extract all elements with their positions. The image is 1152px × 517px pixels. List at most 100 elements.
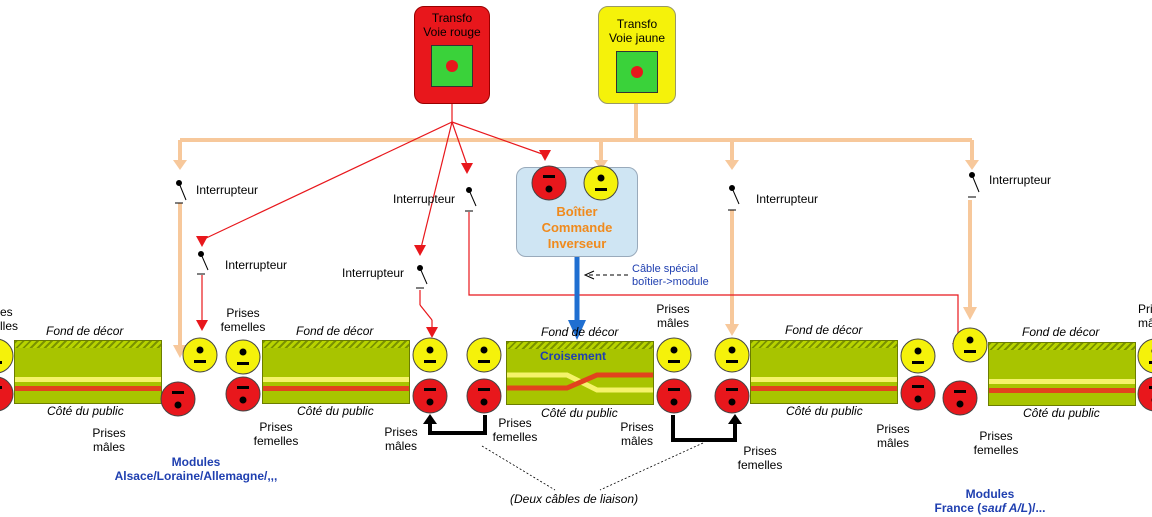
red-plug-icon	[1137, 376, 1152, 412]
modules-right-line2-a: France (	[934, 501, 982, 515]
transfo-yellow-panel	[616, 51, 658, 93]
cable-special-label: Câble spécial boîtier->module	[632, 263, 709, 289]
fond-decor-5: Fond de décor	[1022, 325, 1100, 339]
prises-femelles-line1: Prises	[743, 444, 777, 458]
cote-public-5: Côté du public	[1023, 406, 1100, 420]
prises-femelles-line1: Prises	[498, 416, 532, 430]
cut-label-left: es lles	[0, 305, 18, 333]
yellow-plug-icon	[225, 339, 261, 375]
transfo-yellow-box: Transfo Voie jaune	[598, 6, 676, 104]
module-board-croisement	[506, 341, 654, 405]
transfo-red-knob	[446, 60, 458, 72]
yellow-plug-icon	[0, 338, 14, 374]
prises-males-line2: mâles	[620, 434, 653, 448]
red-plug-icon	[412, 378, 448, 414]
red-plug-icon	[160, 381, 196, 417]
yellow-plug-icon	[182, 337, 218, 373]
prises-femelles-line1: Prises	[259, 420, 293, 434]
cote-public-3: Côté du public	[541, 406, 618, 420]
module-board-4	[750, 340, 898, 404]
blue-cable	[568, 256, 628, 340]
modules-right-line1: Modules	[965, 487, 1015, 501]
cut-left-line1: es	[0, 305, 13, 319]
modules-right-line2-c: )/...	[1028, 501, 1046, 515]
modules-left-line1: Modules	[171, 455, 221, 469]
red-plug-icon	[656, 378, 692, 414]
cut-label-right: Pri mâ	[1138, 302, 1152, 330]
modules-left-label: Modules Alsace/Loraine/Allemagne/,,,	[96, 455, 296, 483]
yellow-plug-icon	[412, 337, 448, 373]
croisement-label: Croisement	[540, 349, 607, 363]
transfo-yellow-line2: Voie jaune	[608, 31, 666, 45]
interrupteur-label-6: Interrupteur	[989, 173, 1052, 187]
cut-right-line1: Pri	[1138, 302, 1152, 316]
yellow-plug-icon	[466, 337, 502, 373]
transfo-red-panel	[431, 45, 473, 87]
prises-femelles-line2: femelles	[492, 430, 538, 444]
prises-males-line2: mâles	[876, 436, 909, 450]
yellow-plug-icon	[952, 327, 988, 363]
prises-femelles-line2: femelles	[253, 434, 299, 448]
link-cables	[428, 415, 737, 442]
modules-right-line2-b: sauf A/L	[981, 501, 1029, 515]
red-plug-icon	[0, 376, 14, 412]
transfo-red-line1: Transfo	[431, 11, 473, 25]
prises-femelles-line2: femelles	[973, 443, 1019, 457]
transfo-yellow-knob	[631, 66, 643, 78]
cut-right-line2: mâ	[1138, 316, 1152, 330]
interrupteur-label-3: Interrupteur	[342, 266, 405, 280]
interrupteur-label-2: Interrupteur	[225, 258, 288, 272]
prises-femelles-line1: Prises	[226, 306, 260, 320]
interrupteur-label-4: Interrupteur	[393, 192, 456, 206]
prises-males-line1: Prises	[656, 302, 690, 316]
prises-males-line1: Prises	[620, 420, 654, 434]
prises-males-line2: mâles	[656, 316, 689, 330]
yellow-plug-icon	[656, 337, 692, 373]
red-plug-icon	[942, 380, 978, 416]
fond-decor-3: Fond de décor	[541, 325, 619, 339]
boitier-line2: Commande	[541, 220, 613, 235]
fond-decor-1: Fond de décor	[46, 324, 124, 338]
interrupteur-label-5: Interrupteur	[756, 192, 819, 206]
cable-special-line2: boîtier->module	[632, 276, 709, 288]
prises-males-label-4: Prises mâles	[612, 420, 662, 448]
module-board-5	[988, 342, 1136, 406]
transfo-red-line2: Voie rouge	[423, 25, 481, 39]
interrupteur-label-1: Interrupteur	[196, 183, 259, 197]
boitier-line1: Boîtier	[556, 204, 598, 219]
yellow-plug-icon	[1137, 338, 1152, 374]
cote-public-1: Côté du public	[47, 404, 124, 418]
transfo-red-box: Transfo Voie rouge	[414, 6, 490, 104]
red-wires	[201, 103, 959, 345]
modules-left-line2: Alsace/Loraine/Allemagne/,,,	[114, 469, 278, 483]
cote-public-2: Côté du public	[297, 404, 374, 418]
cable-special-line1: Câble spécial	[632, 263, 699, 275]
prises-males-label-1: Prises mâles	[84, 426, 134, 454]
red-plug-icon	[714, 378, 750, 414]
deux-cables-label: (Deux câbles de liaison)	[510, 492, 639, 506]
red-plug-icon	[531, 165, 567, 201]
yellow-plug-icon	[900, 338, 936, 374]
yellow-plug-icon	[714, 337, 750, 373]
fond-decor-2: Fond de décor	[296, 324, 374, 338]
boitier-line3: Inverseur	[547, 236, 607, 251]
cut-left-line2: lles	[0, 319, 19, 333]
prises-femelles-label-4: Prises femelles	[734, 444, 786, 472]
prises-males-line1: Prises	[92, 426, 126, 440]
prises-femelles-line2: femelles	[220, 320, 266, 334]
fond-decor-4: Fond de décor	[785, 323, 863, 337]
red-plug-icon	[466, 378, 502, 414]
prises-males-label-2: Prises mâles	[376, 425, 426, 453]
prises-males-line1: Prises	[876, 422, 910, 436]
prises-femelles-label-2: Prises femelles	[250, 420, 302, 448]
module-board-2	[262, 340, 410, 404]
red-plug-icon	[225, 376, 261, 412]
prises-males-line2: mâles	[92, 440, 125, 454]
prises-femelles-label-5: Prises femelles	[970, 429, 1022, 457]
cote-public-4: Côté du public	[786, 404, 863, 418]
orange-bus	[178, 100, 974, 350]
prises-males-line2: mâles	[384, 439, 417, 453]
prises-femelles-line2: femelles	[737, 458, 783, 472]
